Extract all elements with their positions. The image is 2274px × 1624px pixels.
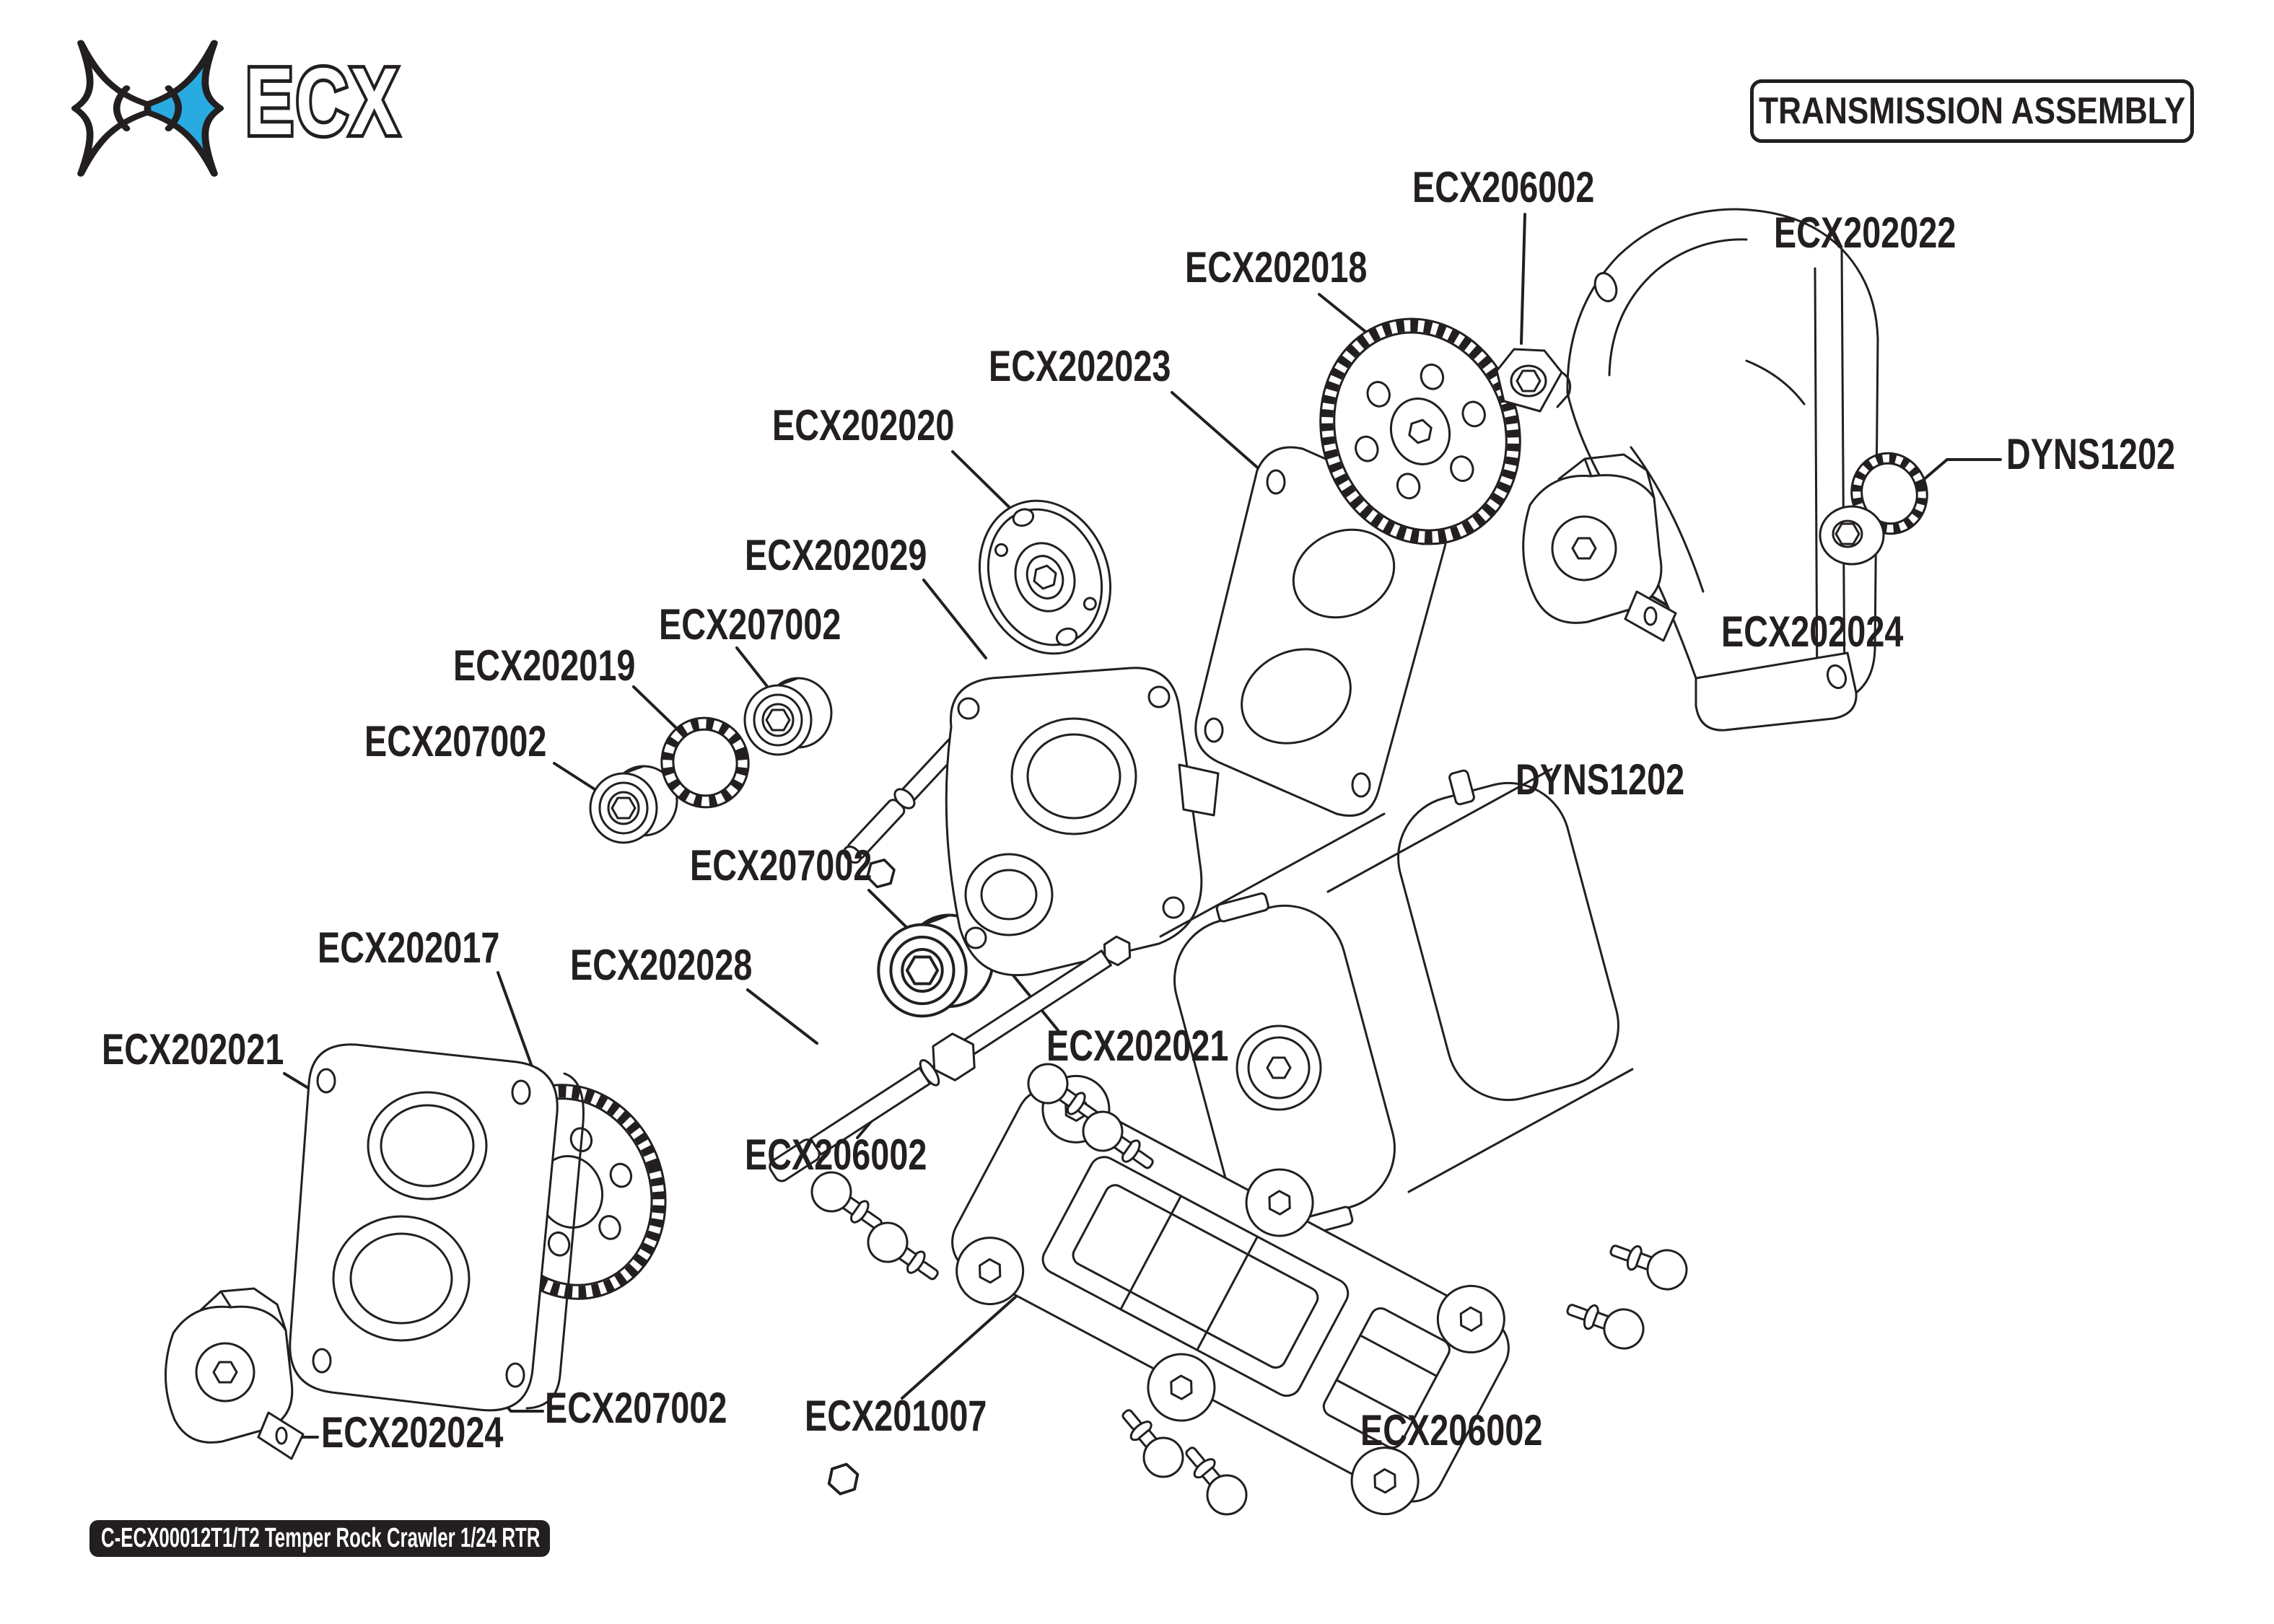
part-label-ecx202028: ECX202028 (570, 941, 753, 989)
bearing-drawing-ecx207002-a (745, 678, 831, 755)
part-label-ecx207002-d: ECX207002 (545, 1384, 727, 1432)
part-label-ecx202021-left: ECX202021 (102, 1025, 284, 1074)
slipper-hub-drawing-ecx202020 (978, 499, 1112, 655)
part-label-dyns1202-motor: DYNS1202 (1516, 755, 1685, 804)
part-label-ecx202020: ECX202020 (772, 401, 955, 449)
spur-gear-drawing-ecx202018 (1319, 317, 1521, 545)
part-label-ecx202019: ECX202019 (453, 641, 636, 690)
part-label-ecx202024-right: ECX202024 (1721, 607, 1904, 656)
part-label-ecx206002-top: ECX206002 (1412, 163, 1595, 211)
part-label-ecx207002-b: ECX207002 (364, 717, 547, 765)
part-label-dyns1202-pinion: DYNS1202 (2006, 430, 2176, 478)
gearbox-housing-drawing-ecx202021-center (945, 667, 1220, 977)
part-label-ecx202018: ECX202018 (1185, 243, 1368, 291)
part-label-ecx206002-right: ECX206002 (1360, 1406, 1543, 1454)
part-label-ecx202022: ECX202022 (1774, 209, 1956, 257)
gearbox-plate-drawing-ecx202021-left (289, 1043, 585, 1412)
lock-nut-drawing-ecx206002 (1495, 348, 1572, 413)
gearbox-plate-drawing-ecx202023 (1194, 446, 1448, 817)
motor-pinion-gear-drawing-dyns1202 (1819, 452, 1928, 566)
ecx-logo-icon (71, 40, 224, 177)
footer-model-code: C-ECX00012T1/T2 Temper Rock Crawler 1/24… (101, 1523, 541, 1553)
part-label-ecx202029: ECX202029 (745, 531, 927, 579)
part-label-ecx202023: ECX202023 (989, 342, 1171, 390)
output-shaft-drawing-ecx202028 (769, 935, 1132, 1182)
title-box: TRANSMISSION ASSEMBLY (1750, 79, 2194, 143)
part-label-ecx202021-center: ECX202021 (1046, 1022, 1229, 1070)
motor-drawing-dyns1202 (1159, 768, 1634, 1237)
part-label-ecx202024-left: ECX202024 (321, 1408, 504, 1457)
idler-gear-drawing-ecx202019 (660, 716, 899, 890)
page-title: TRANSMISSION ASSEMBLY (1758, 90, 2186, 132)
skid-plate-drawing-ecx201007 (951, 1074, 1510, 1516)
part-label-ecx207002-c: ECX207002 (690, 841, 873, 890)
motor-cover-drawing-ecx202022 (1566, 208, 1879, 732)
part-label-ecx201007: ECX201007 (805, 1392, 987, 1440)
part-label-ecx206002-left: ECX206002 (745, 1131, 927, 1179)
ecx-logo-text: ECX (245, 48, 401, 154)
motor-mount-clamp-drawing-ecx202024-left (165, 1287, 305, 1460)
footer-model-box: C-ECX00012T1/T2 Temper Rock Crawler 1/24… (89, 1520, 550, 1557)
motor-mount-clamp-drawing-ecx202024-right (1522, 453, 1677, 642)
part-label-ecx202017: ECX202017 (318, 923, 500, 972)
part-label-ecx207002-a: ECX207002 (659, 600, 841, 649)
